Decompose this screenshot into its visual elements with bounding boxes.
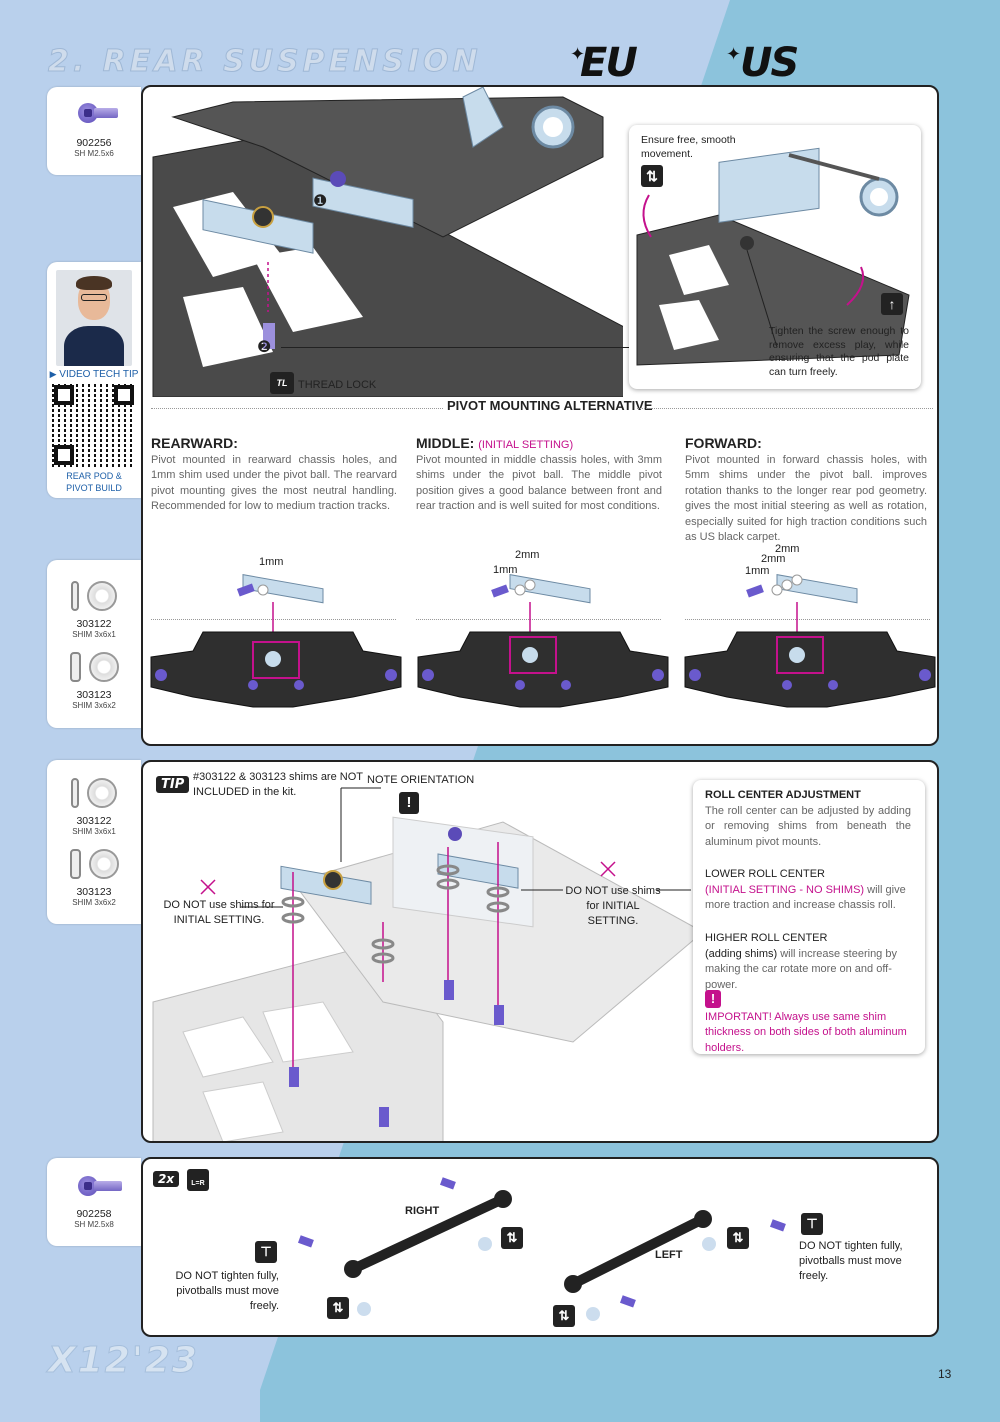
note-left: DO NOT tighten fully, pivotballs must mo… [175,1270,279,1312]
pod-illustration [636,147,910,366]
note-orientation-label: NOTE ORIENTATION [367,774,475,786]
shim-label: 1mm [259,556,284,568]
part-desc: SHIM 3x6x2 [72,701,116,710]
shims-card-a: 303122 SHIM 3x6x1 303123 SHIM 3x6x2 [47,560,141,728]
right-label: RIGHT [405,1205,440,1217]
play-icon: ▶ [49,369,57,379]
tip-text: #303122 & 303123 shims are NOT INCLUDED … [193,771,363,799]
thread-lock-icon: TL [270,372,294,394]
left-label: LEFT [655,1249,683,1261]
part-card-902258: 902258 SH M2.5x8 [47,1158,141,1246]
pivotball-icon: ⇅ [327,1297,349,1319]
video-tech-tip-label[interactable]: ▶ VIDEO TECH TIP [49,369,139,380]
part-desc: SHIM 3x6x2 [72,898,116,907]
presenter-photo [56,270,132,366]
screw-tighten-icon: ⊤ [801,1213,823,1235]
part-code: 303123 [76,886,112,898]
warning-icon: ! [399,792,419,814]
part-code: 902256 [76,137,112,149]
thread-lock-label: THREAD LOCK [298,379,377,391]
part-code: 303122 [76,815,112,827]
forward-text: Pivot mounted in forward chassis holes, … [685,454,927,543]
step-2-marker: ❷ [257,339,272,356]
qr-code[interactable] [52,383,136,467]
star-icon: ✦ [570,44,586,64]
shim-label: 2mm [775,543,800,555]
movement-callout: Ensure free, smooth movement. ⇅ ↑ Tighte… [629,125,921,389]
eu-logo: EU [580,40,638,86]
roll-center-illustration [152,787,703,1141]
roll-center-callout: ROLL CENTER ADJUSTMENT The roll center c… [693,780,925,1054]
rearward-text: Pivot mounted in rearward chassis holes,… [151,454,397,513]
us-logo: US [740,40,799,86]
pivot-icon: ⇅ [641,165,663,187]
shims-card-b: 303122 SHIM 3x6x1 303123 SHIM 3x6x2 [47,760,141,924]
panel-pivot-mounting: ❶ ❷ TL THREAD LOCK Ensure free, smooth m… [141,85,939,746]
video-tech-tip-card[interactable]: ▶ VIDEO TECH TIP REAR POD & PIVOT BUILD [47,262,141,498]
part-code: 303122 [76,618,112,630]
panel-roll-center: TIP #303122 & 303123 shims are NOT INCLU… [141,760,939,1143]
callout-bottom-text: Tighten the screw enough to remove exces… [769,325,909,378]
part-desc: SH M2.5x8 [74,1220,114,1229]
pivot-mounting-title: PIVOT MOUNTING ALTERNATIVE [447,398,653,413]
shim-label: 1mm [745,565,770,577]
higher-roll-text: (adding shims) will increase steering by… [705,948,897,991]
roll-center-text: The roll center can be adjusted by addin… [705,805,911,848]
left-equals-right-icon: L=R [187,1169,209,1191]
shim-2mm-icon [47,649,141,685]
tie-rod-illustration [297,1177,786,1321]
page-title: 2. REAR SUSPENSION [48,44,482,80]
rearward-title: REARWARD: [151,435,238,451]
part-desc: SHIM 3x6x1 [72,827,116,836]
video-caption: REAR POD & PIVOT BUILD [66,471,122,493]
chassis-illustration [152,87,623,397]
lower-roll-text: (INITIAL SETTING - NO SHIMS) will give m… [705,884,906,912]
part-desc: SH M2.5x6 [74,149,114,158]
middle-text: Pivot mounted in middle chassis holes, w… [416,454,662,513]
part-code: 303123 [76,689,112,701]
note-right: DO NOT tighten fully, pivotballs must mo… [799,1240,903,1282]
divider-line [685,619,930,620]
pivot-position-diagrams [150,574,936,708]
shim-1mm-icon [47,775,141,811]
shim-label: 2mm [515,549,540,561]
shim-label: 2mm [761,553,786,565]
part-code: 902258 [76,1208,112,1220]
divider-line [416,619,661,620]
shim-label: 1mm [493,564,518,576]
middle-subtitle: (INITIAL SETTING) [478,439,574,451]
step-1-marker: ❶ [313,193,328,210]
divider-line [151,408,443,409]
part-desc: SHIM 3x6x1 [72,630,116,639]
screw-tighten-icon: ⊤ [255,1241,277,1263]
quantity-badge: 2x [153,1171,180,1187]
warn-left-text: DO NOT use shims for INITIAL SETTING. [163,899,275,926]
higher-roll-title: HIGHER ROLL CENTER [705,932,828,944]
page-number: 13 [938,1367,952,1381]
tighten-icon: ↑ [881,293,903,315]
leader-line [281,347,633,348]
part-card-902256: 902256 SH M2.5x6 [47,87,141,175]
middle-title: MIDDLE: (INITIAL SETTING) [416,435,574,451]
screw-icon [64,1174,124,1198]
important-icon: ! [705,990,721,1008]
lower-roll-title: LOWER ROLL CENTER [705,868,826,880]
model-name: X12'23 [48,1340,199,1382]
panel-tie-rods: 2x L=R RIGHT LEFT ⊤ ⇅ ⇅ ⇅ ⇅ ⊤ DO NOT tig… [141,1157,939,1337]
warn-right-text: DO NOT use shims for INITIAL SETTING. [565,885,661,927]
roll-center-title: ROLL CENTER ADJUSTMENT [705,789,861,801]
tip-badge: TIP [156,776,190,793]
shim-1mm-icon [47,578,141,614]
pivotball-icon: ⇅ [501,1227,523,1249]
pivotball-icon: ⇅ [553,1305,575,1327]
shim-2mm-icon [47,846,141,882]
callout-top-text: Ensure free, smooth movement. [641,134,736,160]
forward-title: FORWARD: [685,435,762,451]
pivotball-icon: ⇅ [727,1227,749,1249]
divider-line [637,408,933,409]
important-text: IMPORTANT! Always use same shim thicknes… [705,1011,907,1054]
screw-icon [64,101,124,125]
star-icon: ✦ [726,44,742,64]
